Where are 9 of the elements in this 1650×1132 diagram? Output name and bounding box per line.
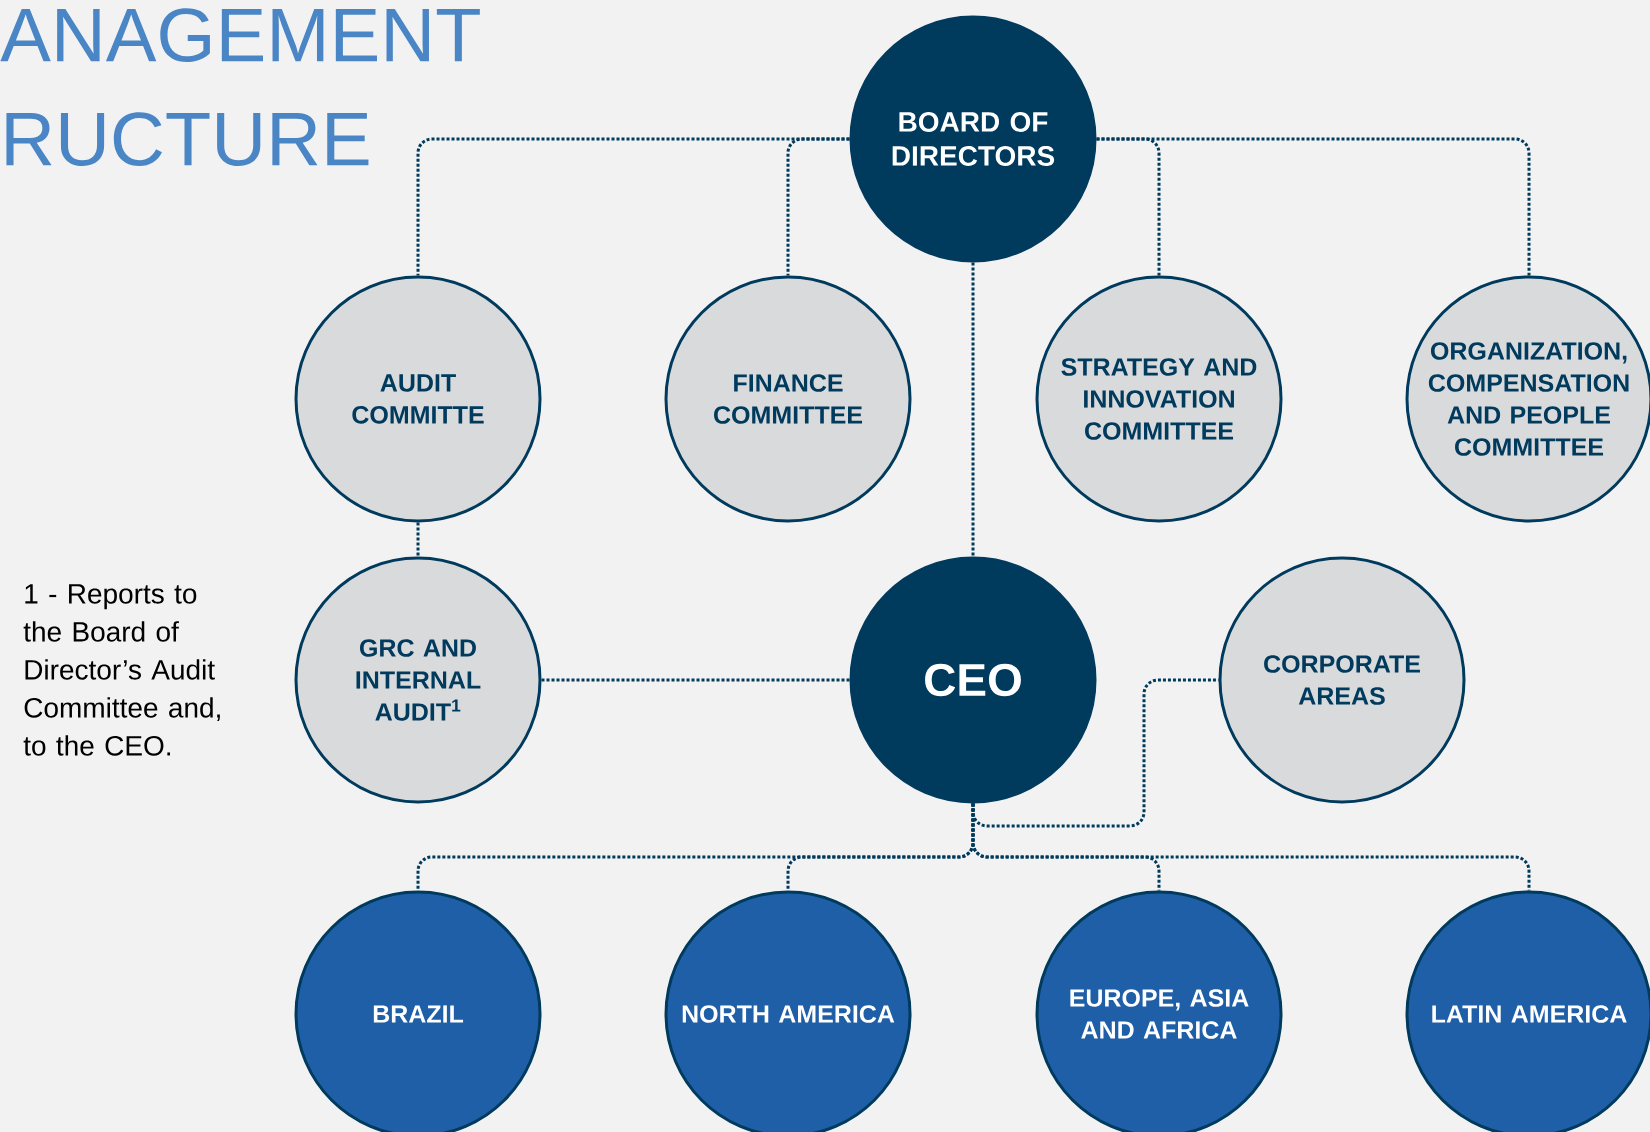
connector-line	[971, 803, 1531, 891]
connector-line	[416, 522, 420, 557]
connector-line	[971, 678, 1219, 828]
footnote: 1 - Reports to the Board of Director’s Audit Committee and, to the CEO.	[23, 584, 220, 756]
connector-line	[1096, 137, 1531, 276]
title: ANAGEMENT RUCTURE	[0, 8, 480, 166]
connector-line	[971, 262, 975, 557]
connector-line	[786, 137, 850, 276]
connector-line	[541, 678, 850, 682]
